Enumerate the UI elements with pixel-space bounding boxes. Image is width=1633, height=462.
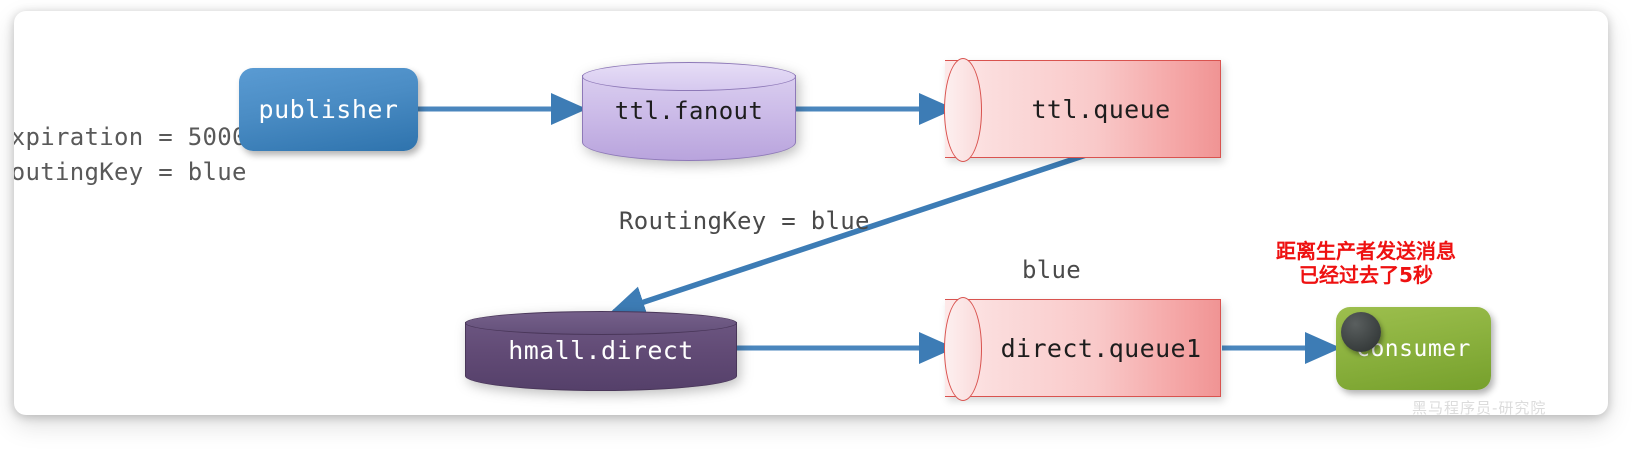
node-direct-queue1[interactable]: direct.queue1 [944, 297, 1221, 401]
consumer-status-dot-icon [1341, 312, 1381, 352]
arrow-ttl-queue-to-hmall-direct [608, 150, 1093, 318]
node-ttl-fanout-label-wrap: ttl.fanout [582, 62, 796, 159]
node-hmall-direct-label-wrap: hmall.direct [465, 311, 737, 389]
arrow-layer [418, 92, 1342, 364]
ttl-fanout-cylinder-top [582, 62, 796, 91]
message-expiration-label: expiration = 5000 [14, 123, 247, 151]
annotation-elapsed-time: 距离生产者发送消息 已经过去了5秒 [1276, 239, 1456, 288]
direct-queue1-cylinder-body [945, 299, 1221, 397]
node-publisher[interactable]: publisher [239, 68, 418, 151]
edge-label-routingkey-blue: RoutingKey = blue [619, 207, 870, 235]
node-ttl-fanout-label: ttl.fanout [614, 96, 764, 125]
watermark-label: 黑马程序员-研究院 [1412, 399, 1547, 415]
edge-label-binding-blue: blue [1022, 256, 1081, 284]
node-hmall-direct[interactable]: hmall.direct [465, 311, 737, 391]
annotation-line-2: 已经过去了5秒 [1299, 263, 1433, 288]
node-direct-queue1-label: direct.queue1 [1000, 333, 1202, 363]
node-ttl-queue-label: ttl.queue [1031, 94, 1171, 124]
annotation-line-1: 距离生产者发送消息 [1276, 239, 1456, 263]
node-ttl-queue[interactable]: ttl.queue [944, 58, 1221, 162]
ttl-queue-cylinder-body [945, 60, 1221, 158]
node-direct-queue1-label-wrap: direct.queue1 [981, 299, 1221, 397]
node-hmall-direct-label: hmall.direct [508, 335, 694, 365]
node-publisher-label: publisher [258, 95, 399, 124]
diagram-card-clip: expiration = 5000 RoutingKey = blue publ… [14, 11, 1608, 415]
direct-queue1-cylinder-cap [944, 297, 982, 401]
hmall-direct-cylinder-top [465, 311, 737, 335]
message-routingkey-label: RoutingKey = blue [14, 158, 247, 186]
ttl-queue-cylinder-cap [944, 58, 982, 162]
node-ttl-queue-label-wrap: ttl.queue [981, 60, 1221, 158]
node-ttl-fanout[interactable]: ttl.fanout [582, 62, 796, 161]
